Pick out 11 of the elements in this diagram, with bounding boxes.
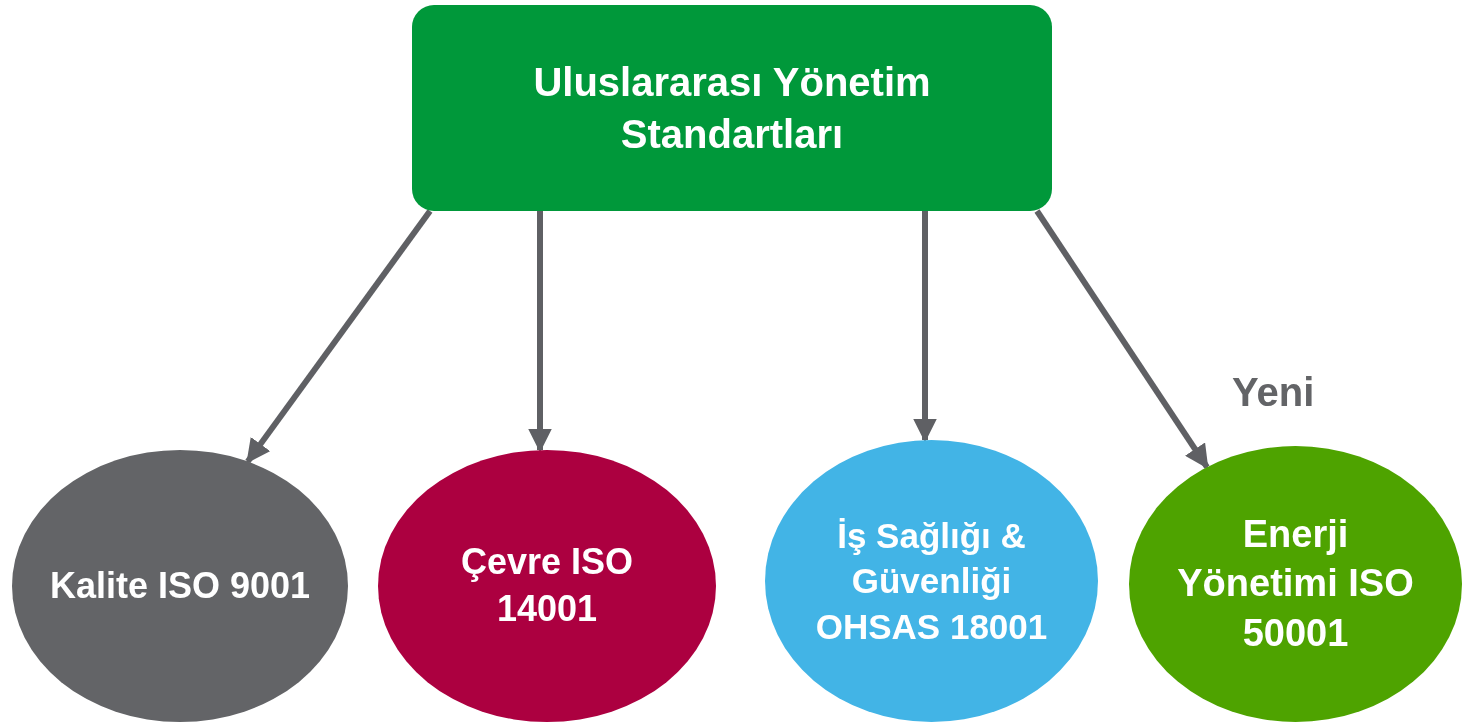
node-label: Kalite ISO 9001 [49,563,311,608]
node-label: Enerji Yönetimi ISO 50001 [1176,511,1415,656]
note-label: Yeni [1232,370,1315,415]
node-label: İş Sağlığı & Güvenliği OHSAS 18001 [814,514,1049,648]
arrow [528,211,552,453]
title-box [412,5,1052,211]
arrow [245,209,433,464]
node-label: Çevre ISO 14001 [459,540,635,631]
arrow [1034,209,1210,470]
node-label: Uluslararası Yönetim Standartları [532,59,932,158]
arrow [913,211,937,443]
